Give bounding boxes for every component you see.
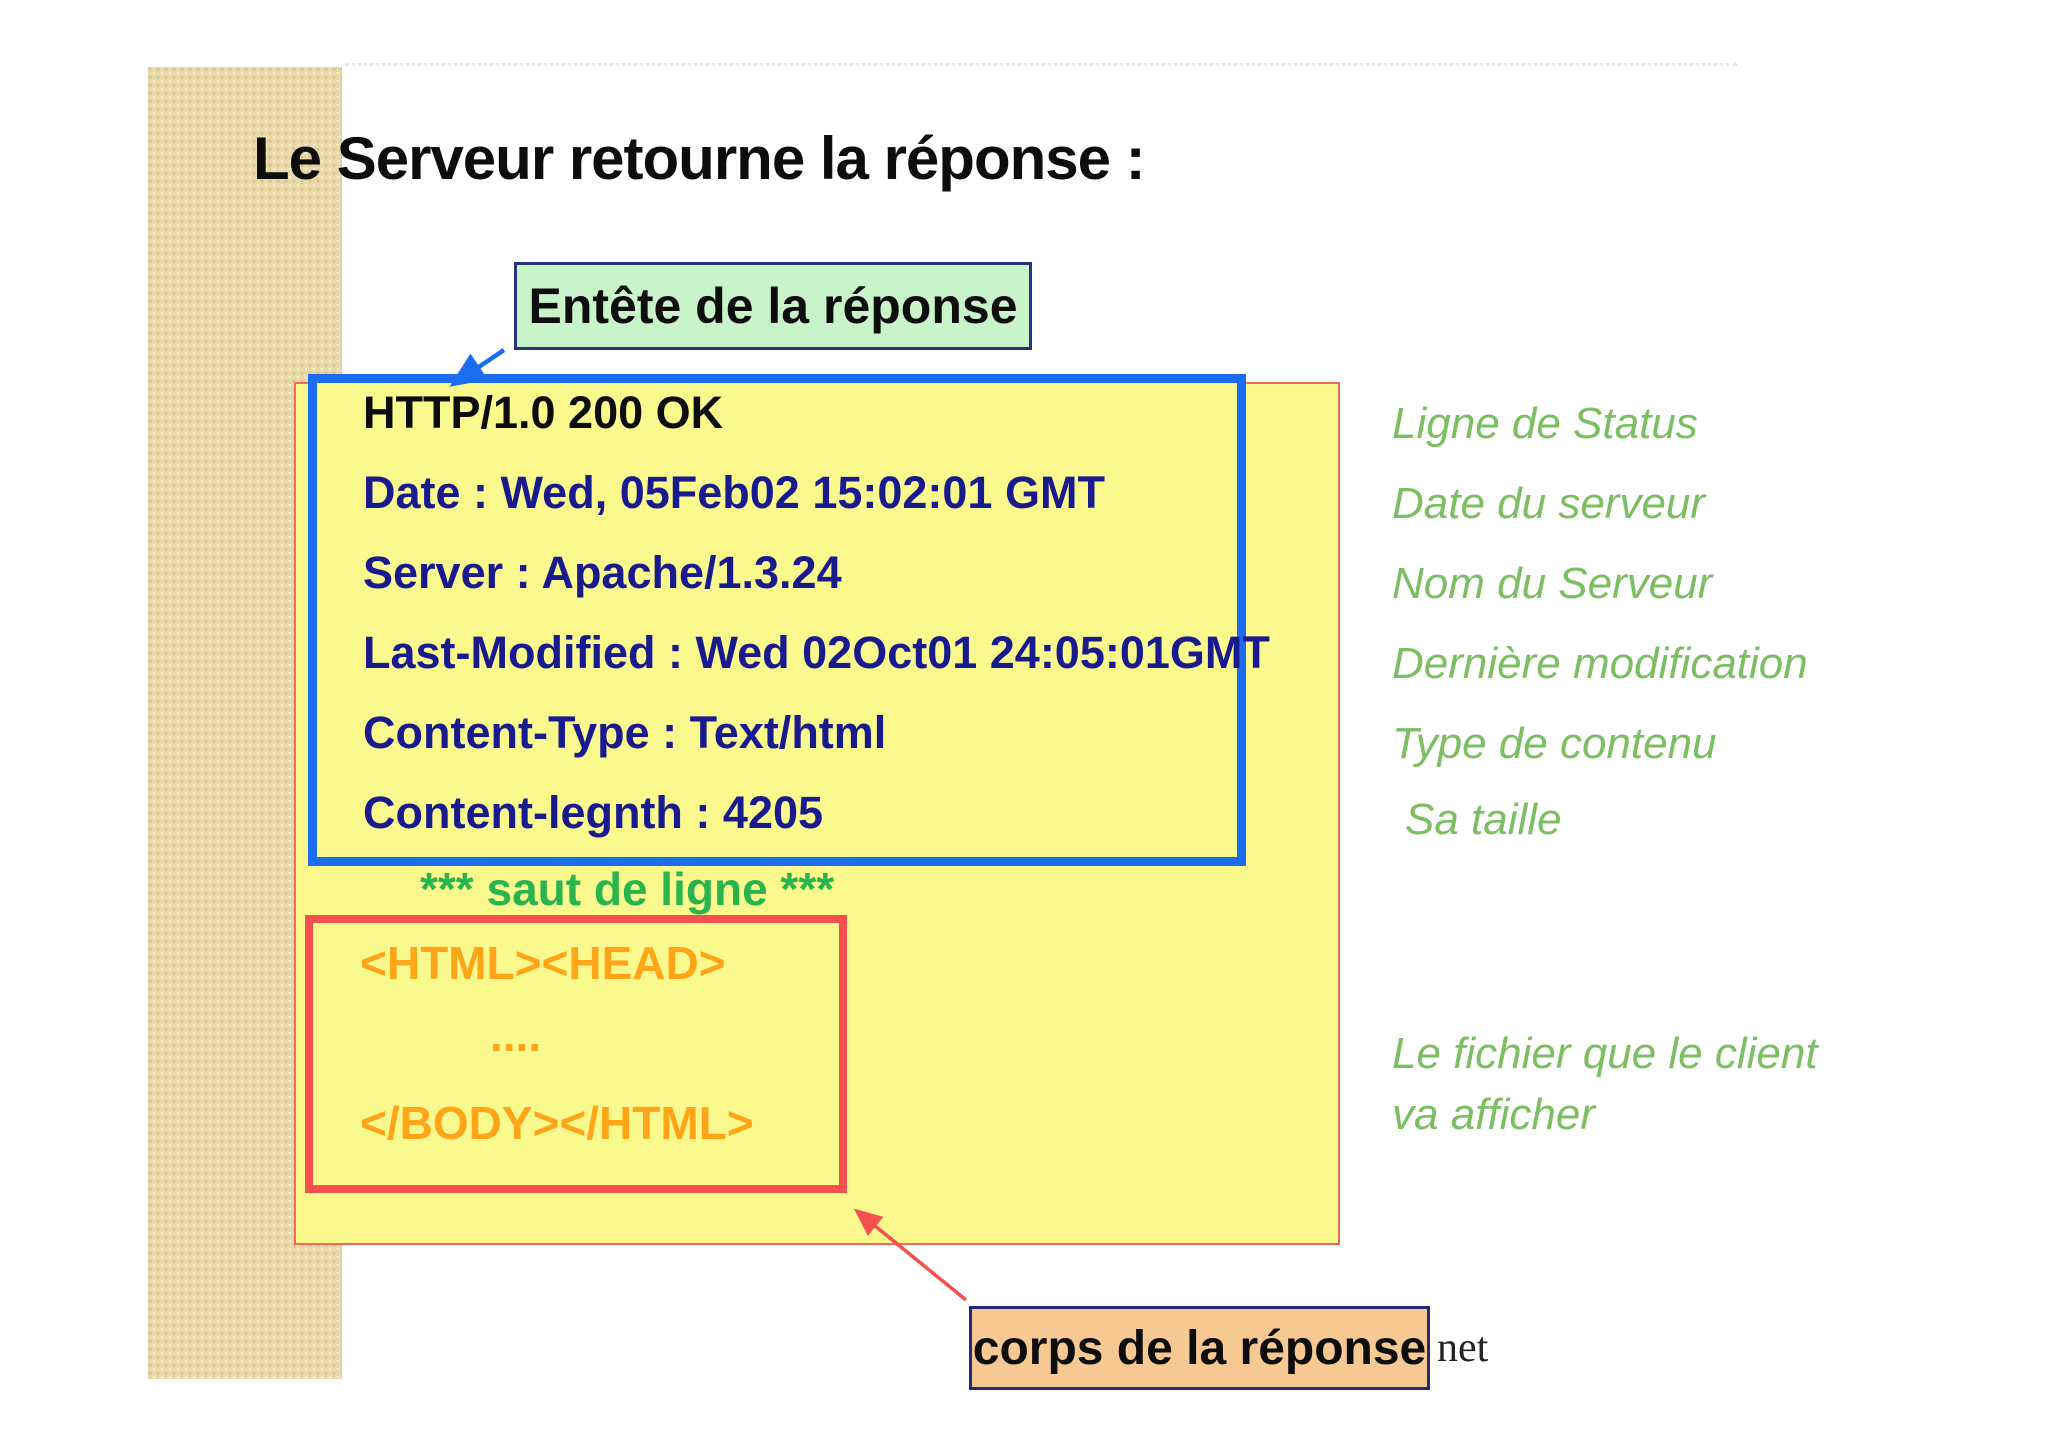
body-callout-label: corps de la réponse <box>972 1321 1427 1375</box>
annotation-content-type: Type de contenu <box>1392 719 1717 768</box>
response-header-box <box>308 374 1246 866</box>
top-dotted-rule <box>345 63 1737 66</box>
annotation-server-name: Nom du Serveur <box>1392 559 1713 608</box>
slide-title: Le Serveur retourne la réponse : <box>253 125 1146 192</box>
response-body-box <box>305 915 847 1193</box>
annotation-status-line: Ligne de Status <box>1392 399 1698 448</box>
status-line: HTTP/1.0 200 OK <box>363 387 724 438</box>
body-line-open: <HTML><HEAD> <box>360 937 726 989</box>
header-line-last-modified: Last-Modified : Wed 02Oct01 24:05:01GMT <box>363 627 1270 678</box>
annotation-server-date: Date du serveur <box>1392 479 1706 528</box>
header-line-content-length: Content-legnth : 4205 <box>363 787 824 838</box>
header-line-server: Server : Apache/1.3.24 <box>363 547 842 598</box>
body-line-close: </BODY></HTML> <box>360 1097 754 1149</box>
file-annotation-line-2: va afficher <box>1392 1090 1595 1139</box>
file-annotation-line-1: Le fichier que le client <box>1392 1029 1818 1078</box>
header-line-content-type: Content-Type : Text/html <box>363 707 887 758</box>
body-callout: corps de la réponse <box>969 1306 1430 1390</box>
body-line-dots: .... <box>490 1009 542 1061</box>
header-callout-label: Entête de la réponse <box>528 278 1018 334</box>
annotation-last-modified: Dernière modification <box>1392 639 1808 688</box>
annotation-size: Sa taille <box>1405 795 1562 844</box>
watermark-fragment: net <box>1437 1325 1489 1371</box>
header-callout: Entête de la réponse <box>514 262 1032 350</box>
header-line-date: Date : Wed, 05Feb02 15:02:01 GMT <box>363 467 1105 518</box>
line-break-note: *** saut de ligne *** <box>420 863 835 915</box>
